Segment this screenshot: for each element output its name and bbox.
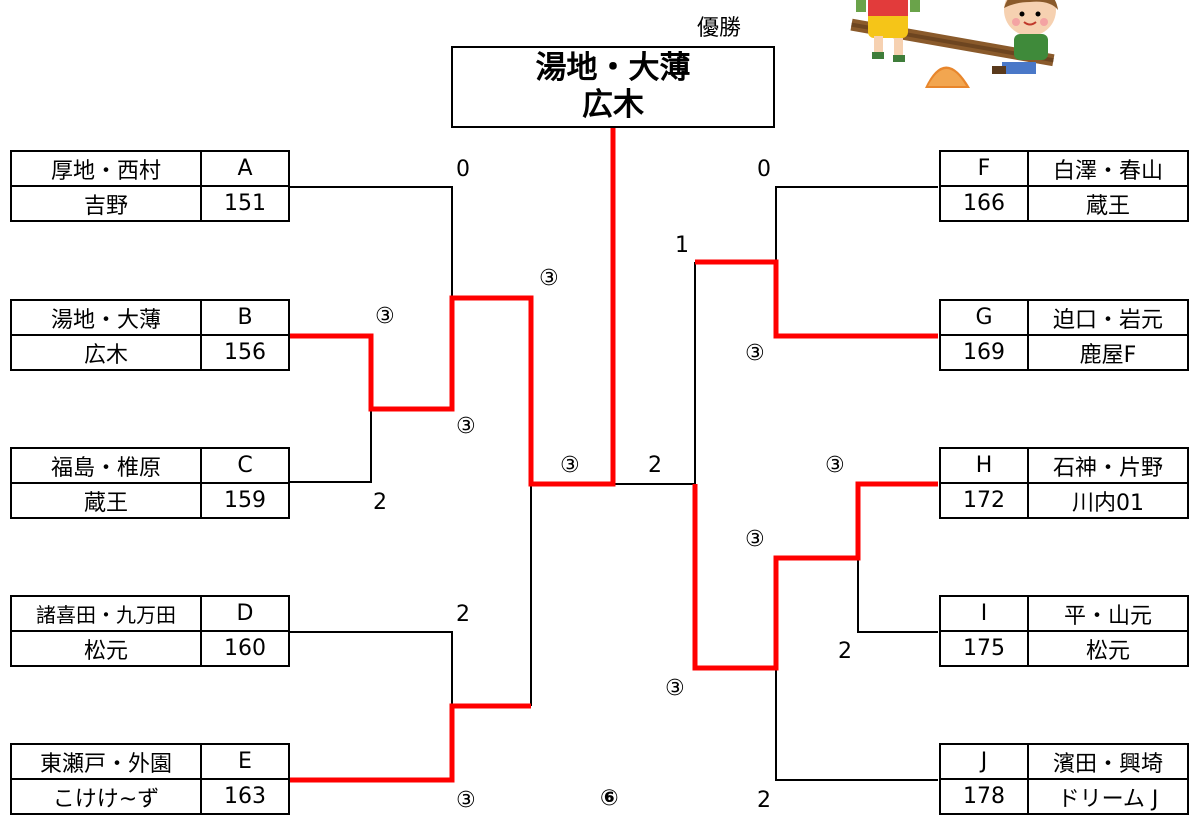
champion-line1: 湯地・大薄 (535, 50, 691, 86)
entry-table-c: 福島・椎原 C 蔵王 159 (10, 447, 290, 519)
winner-path (692, 481, 938, 671)
entry-club: こけけ~ず (10, 778, 202, 815)
score-label: 0 (456, 157, 470, 182)
winner-path (695, 259, 938, 339)
entry-code: B (200, 299, 290, 336)
entry-table-g: G 迫口・岩元 169 鹿屋F (939, 299, 1189, 371)
entry-code: G (939, 299, 1029, 336)
score-label: 2 (373, 490, 387, 515)
entry-number: 178 (939, 778, 1029, 815)
bracket-line (288, 631, 453, 706)
bracket-line (288, 409, 372, 483)
score-label: 2 (838, 639, 852, 664)
entry-code: C (200, 447, 290, 484)
entry-number: 169 (939, 334, 1029, 371)
score-label-total: ⑥ (600, 786, 619, 811)
bracket-line (775, 186, 938, 262)
entry-names: 福島・椎原 (10, 447, 202, 484)
score-label: ③ (539, 266, 559, 291)
champion-label: 優勝 (697, 16, 742, 41)
entry-number: 163 (200, 778, 290, 815)
entry-number: 159 (200, 482, 290, 519)
score-label: 0 (757, 157, 771, 182)
score-label: ③ (745, 341, 765, 366)
entry-names: 濱田・興埼 (1027, 743, 1189, 780)
score-label: ③ (375, 304, 395, 329)
entry-number: 172 (939, 482, 1029, 519)
entry-number: 160 (200, 630, 290, 667)
score-label: ③ (825, 453, 845, 478)
entry-code: F (939, 150, 1029, 187)
champion-line2: 広木 (582, 87, 644, 123)
entry-code: H (939, 447, 1029, 484)
entry-names: 平・山元 (1027, 595, 1189, 632)
entry-names: 湯地・大薄 (10, 299, 202, 336)
entry-club: 松元 (1027, 630, 1189, 667)
score-label: 2 (648, 453, 662, 478)
entry-code: I (939, 595, 1029, 632)
entry-club: 蔵王 (10, 482, 202, 519)
entry-club: 蔵王 (1027, 185, 1189, 222)
entry-club: ドリーム J (1027, 778, 1189, 815)
score-label: ③ (665, 676, 685, 701)
entry-table-a: 厚地・西村 A 吉野 151 (10, 150, 290, 222)
score-label: ③ (456, 414, 476, 439)
bracket-line (857, 558, 938, 633)
entry-names: 東瀬戸・外園 (10, 743, 202, 780)
winner-path (288, 703, 531, 783)
bracket-line (288, 186, 453, 298)
score-label: ③ (456, 788, 476, 813)
score-label: ③ (560, 453, 580, 478)
entry-club: 鹿屋F (1027, 334, 1189, 371)
score-label: 2 (456, 602, 470, 627)
entry-club: 松元 (10, 630, 202, 667)
entry-code: A (200, 150, 290, 187)
boy-icon (992, 0, 1058, 74)
score-label: ③ (745, 527, 765, 552)
entry-club: 広木 (10, 334, 202, 371)
entry-number: 156 (200, 334, 290, 371)
entry-names: 厚地・西村 (10, 150, 202, 187)
entry-table-i: I 平・山元 175 松元 (939, 595, 1189, 667)
entry-names: 迫口・岩元 (1027, 299, 1189, 336)
entry-table-d: 諸喜田・九万田 D 松元 160 (10, 595, 290, 667)
entry-club: 川内01 (1027, 482, 1189, 519)
girl-icon (856, 0, 920, 62)
entry-names: 諸喜田・九万田 (10, 595, 202, 632)
entry-code: J (939, 743, 1029, 780)
entry-number: 175 (939, 630, 1029, 667)
entry-names: 白澤・春山 (1027, 150, 1189, 187)
bracket-line (775, 668, 938, 781)
seesaw-illustration (850, 0, 1058, 88)
score-label: 1 (675, 233, 689, 258)
entry-number: 166 (939, 185, 1029, 222)
entry-table-e: 東瀬戸・外園 E こけけ~ず 163 (10, 743, 290, 815)
entry-table-j: J 濱田・興埼 178 ドリーム J (939, 743, 1189, 815)
entry-code: E (200, 743, 290, 780)
entry-code: D (200, 595, 290, 632)
entry-table-h: H 石神・片野 172 川内01 (939, 447, 1189, 519)
entry-names: 石神・片野 (1027, 447, 1189, 484)
winner-path (288, 128, 616, 487)
entry-table-b: 湯地・大薄 B 広木 156 (10, 299, 290, 371)
score-label: 2 (757, 788, 771, 813)
entry-club: 吉野 (10, 185, 202, 222)
champion-box: 湯地・大薄 広木 (451, 46, 775, 128)
entry-number: 151 (200, 185, 290, 222)
entry-table-f: F 白澤・春山 166 蔵王 (939, 150, 1189, 222)
